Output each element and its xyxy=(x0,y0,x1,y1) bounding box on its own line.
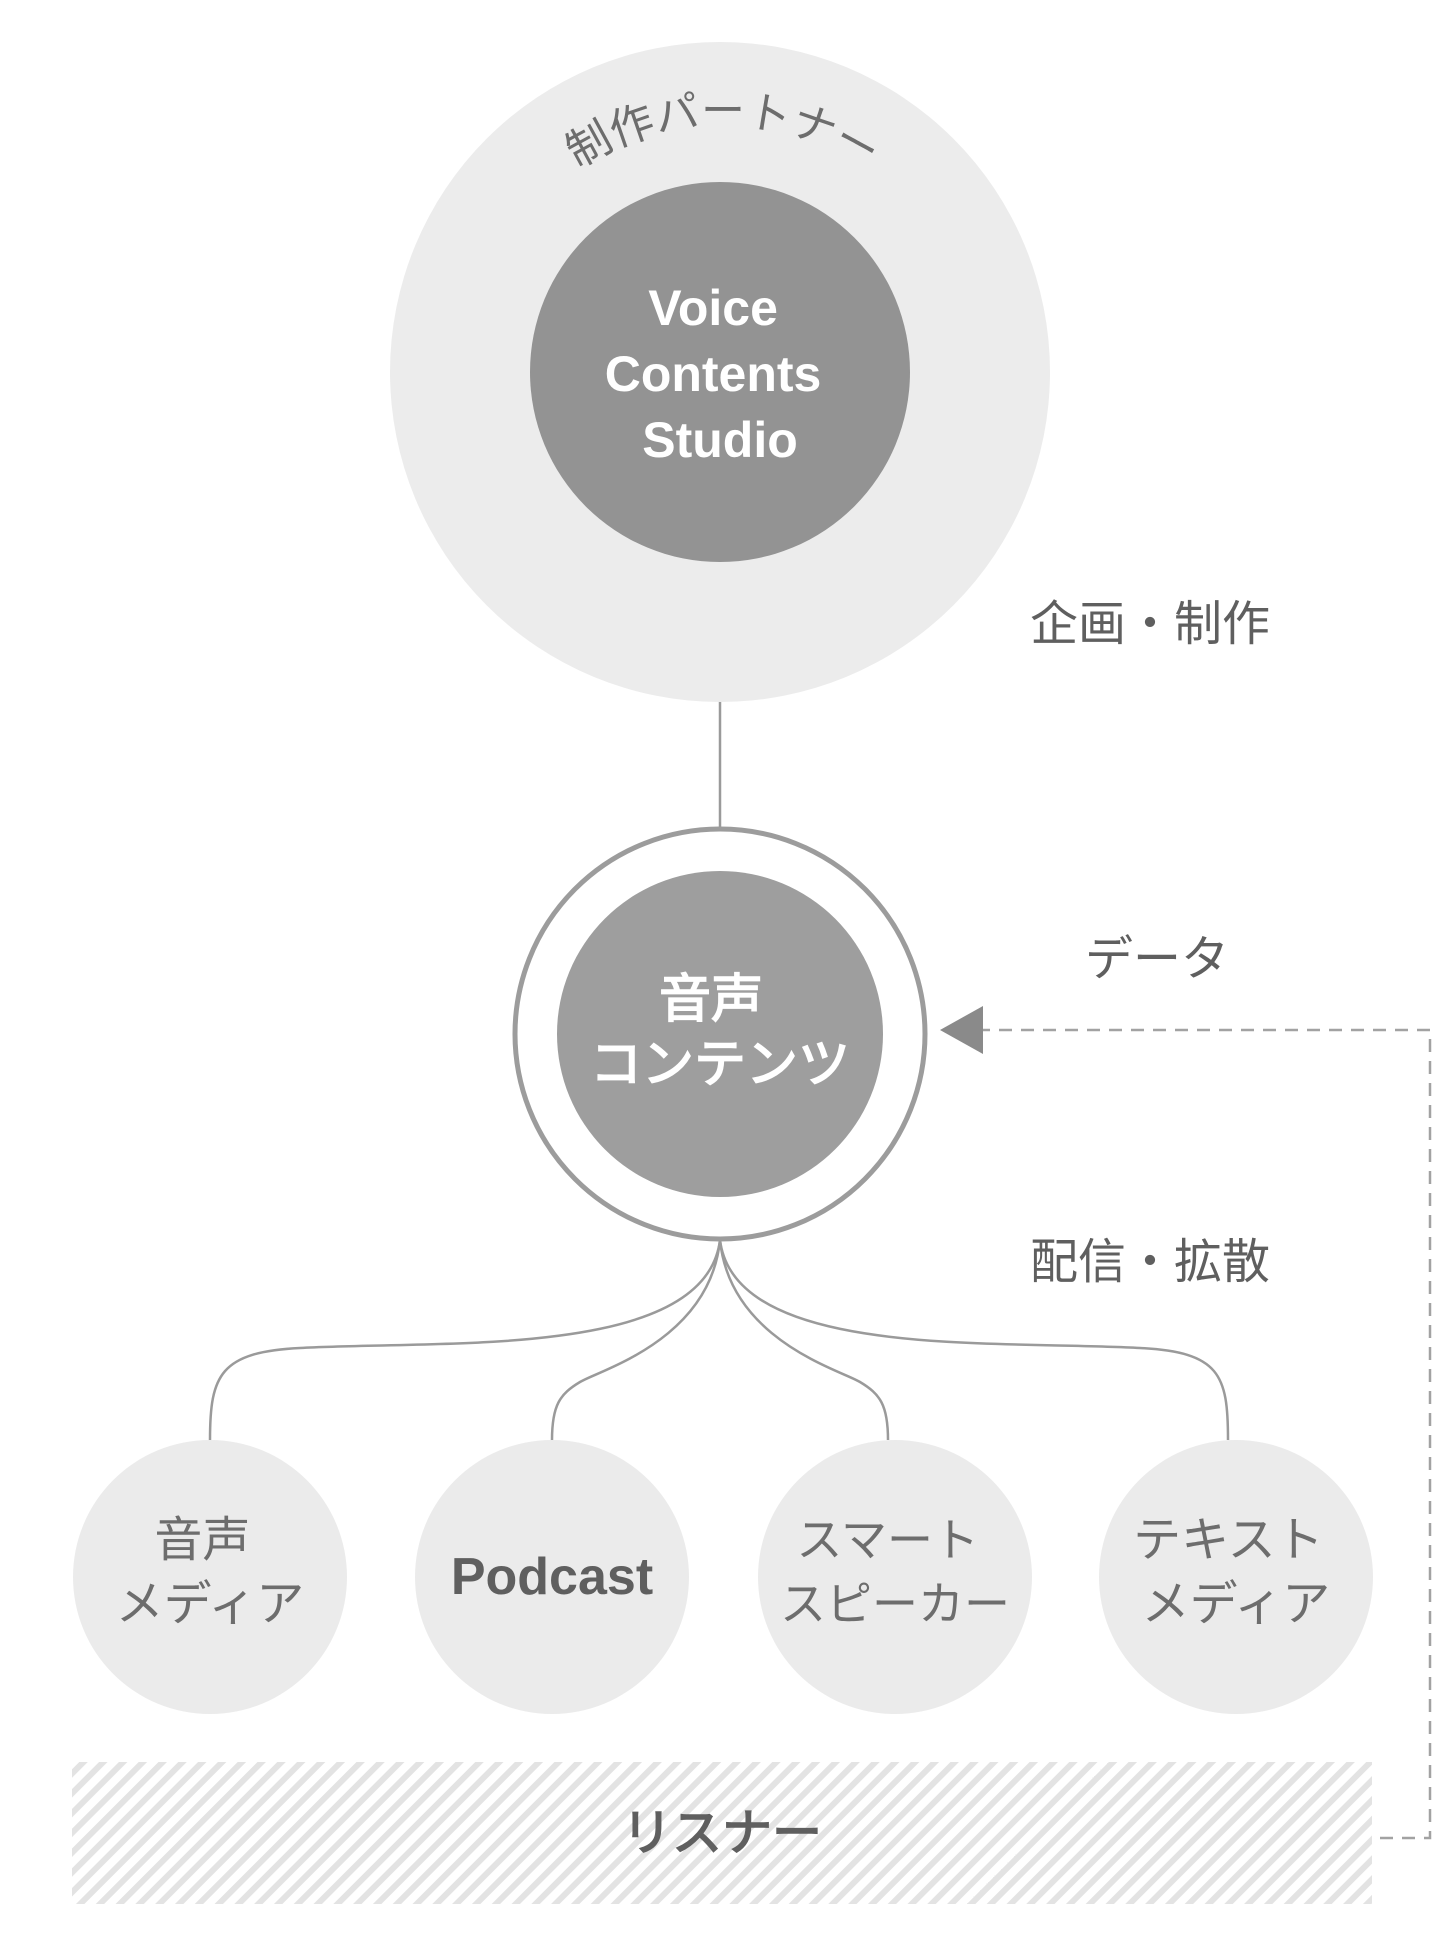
listener-band xyxy=(72,1762,1372,1904)
connector-podcast xyxy=(550,1239,722,1441)
channel-podcast: Podcast xyxy=(415,1440,689,1714)
svg-text:音声 メディア: 音声 メディア xyxy=(116,1512,305,1632)
distribution-label: 配信・拡散 xyxy=(1030,1234,1270,1290)
connector-text-media xyxy=(718,1239,1230,1441)
svg-text:Podcast: Podcast xyxy=(451,1548,653,1606)
core-circle xyxy=(557,871,883,1197)
channel-text-media: テキスト メディア xyxy=(1099,1440,1373,1714)
data-arrowhead xyxy=(940,1006,983,1054)
connector-voice-media xyxy=(208,1239,722,1441)
distribution-connectors xyxy=(208,1239,1230,1441)
svg-text:スマート スピーカー: スマート スピーカー xyxy=(780,1513,1010,1631)
data-feedback-line xyxy=(975,1028,1432,1840)
data-label: データ xyxy=(1085,931,1229,987)
planning-label: 企画・制作 xyxy=(1030,596,1270,652)
svg-text:テキスト メディア: テキスト メディア xyxy=(1133,1512,1339,1632)
studio-label: Voice Contents Studio xyxy=(605,280,836,468)
connector-smart-speaker xyxy=(718,1239,890,1441)
core-label: 音声 コンテンツ xyxy=(590,970,850,1095)
studio-circle xyxy=(530,182,910,562)
channel-smart-speaker: スマート スピーカー xyxy=(758,1440,1032,1714)
listener-label: リスナー xyxy=(622,1804,822,1862)
channel-voice-media: 音声 メディア xyxy=(73,1440,347,1714)
